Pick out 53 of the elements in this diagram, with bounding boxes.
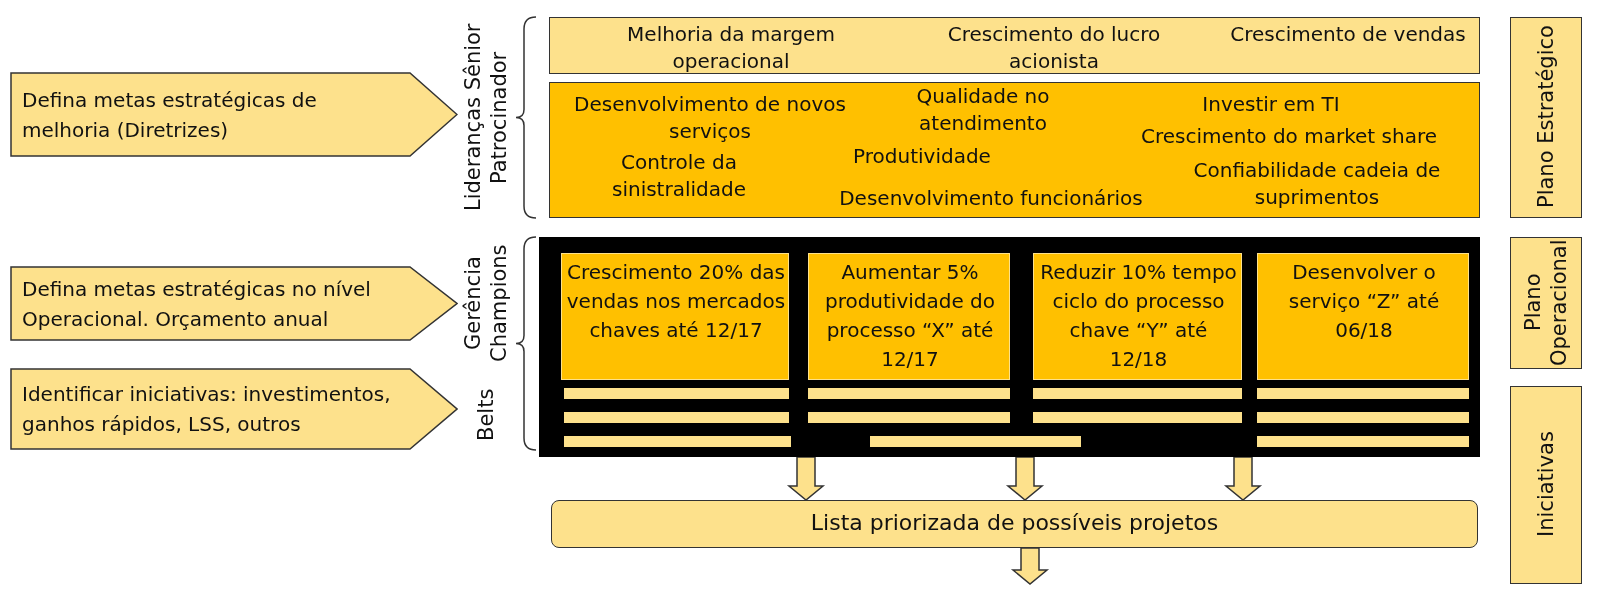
instruction-text: Defina metas estratégicas no nível Operacional. Orçamento anual: [22, 275, 372, 333]
plan-level-text: Iniciativas: [1532, 430, 1559, 540]
goal-text: Desenvolvimento funcionários: [838, 185, 1144, 212]
list-title: Lista priorizada de possíveis projetos: [809, 509, 1220, 536]
goal-text: Qualidade no atendimento: [915, 83, 1051, 137]
plan-level-text: Plano Operacional: [1519, 238, 1572, 367]
initiative-bar: [564, 436, 791, 447]
instruction-text: Identificar iniciativas: investimentos, ganhos rápidos, LSS, outros: [22, 381, 392, 438]
goal-text: Desenvolver o serviço “Z” até 06/18: [1287, 259, 1441, 344]
goal-text: Aumentar 5% produtividade do processo “X” até 12/17: [823, 259, 997, 373]
initiative-bar: [1257, 436, 1469, 447]
plan-level-box: [1510, 237, 1582, 369]
goal-text: Produtividade: [852, 143, 992, 170]
goal-text: Crescimento de vendas: [1229, 21, 1467, 48]
goal-band: [549, 17, 1480, 74]
goal-text: Investir em TI: [1201, 91, 1341, 118]
goals-panel: [539, 237, 1480, 457]
goal-band: [549, 82, 1480, 218]
goal-text: Confiabilidade cadeia de suprimentos: [1192, 157, 1442, 211]
block-arrow: [1005, 456, 1045, 501]
goal-box: [1257, 253, 1469, 380]
goal-box: [808, 253, 1010, 380]
goal-text: Crescimento do lucro acionista: [946, 21, 1162, 75]
plan-level-box: [1510, 386, 1582, 584]
initiative-bar: [564, 412, 789, 423]
project-list-box: [551, 500, 1478, 548]
plan-level-text: Plano Estratégico: [1532, 24, 1559, 211]
initiative-bar: [1257, 412, 1469, 423]
side-label: Lideranças Sênior Patrocinador: [460, 22, 512, 214]
side-label: Belts: [473, 387, 499, 444]
arrow-shaped-box: [10, 72, 458, 157]
initiative-bar: [808, 412, 1010, 423]
goal-text: Melhoria da margem operacional: [626, 21, 836, 75]
initiative-bar: [870, 436, 1081, 447]
initiative-bar: [1257, 388, 1469, 399]
goal-box: [561, 253, 789, 380]
side-label: Gerência Champions: [460, 243, 512, 365]
block-arrow: [1010, 547, 1050, 585]
plan-level-box: [1510, 17, 1582, 218]
goal-text: Crescimento 20% das vendas nos mercados chaves até 12/17: [566, 259, 786, 344]
block-arrow: [786, 456, 826, 501]
goal-text: Desenvolvimento de novos serviços: [573, 91, 847, 145]
initiative-bar: [564, 388, 789, 399]
goal-text: Crescimento do market share: [1140, 123, 1438, 150]
goal-text: Controle da sinistralidade: [611, 149, 747, 203]
block-arrow: [1223, 456, 1263, 501]
arrow-shaped-box: [10, 266, 458, 341]
initiative-bar: [1033, 388, 1242, 399]
arrow-shaped-box: [10, 368, 458, 450]
initiative-bar: [808, 388, 1010, 399]
initiative-bar: [1033, 412, 1242, 423]
instruction-text: Defina metas estratégicas de melhoria (Diretrizes): [22, 86, 318, 144]
goal-text: Reduzir 10% tempo ciclo do processo chave “Y” até 12/18: [1039, 259, 1238, 373]
